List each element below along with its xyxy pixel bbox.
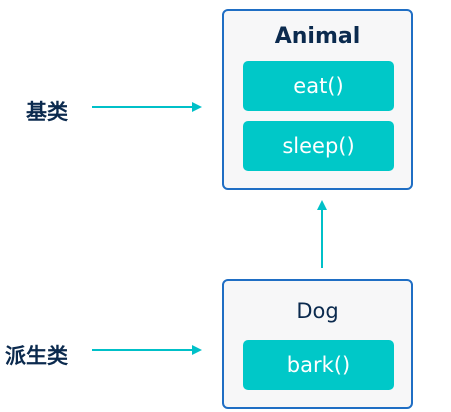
base-class-label: 基类 bbox=[26, 100, 68, 124]
method-eat: eat() bbox=[243, 61, 394, 111]
method-bark: bark() bbox=[243, 340, 394, 390]
animal-class-box: Animal eat() sleep() bbox=[222, 9, 413, 190]
method-sleep: sleep() bbox=[243, 121, 394, 171]
animal-class-title: Animal bbox=[274, 24, 361, 49]
dog-class-box: Dog bark() bbox=[222, 279, 413, 409]
dog-class-title: Dog bbox=[296, 299, 339, 323]
derived-class-label: 派生类 bbox=[5, 344, 68, 368]
